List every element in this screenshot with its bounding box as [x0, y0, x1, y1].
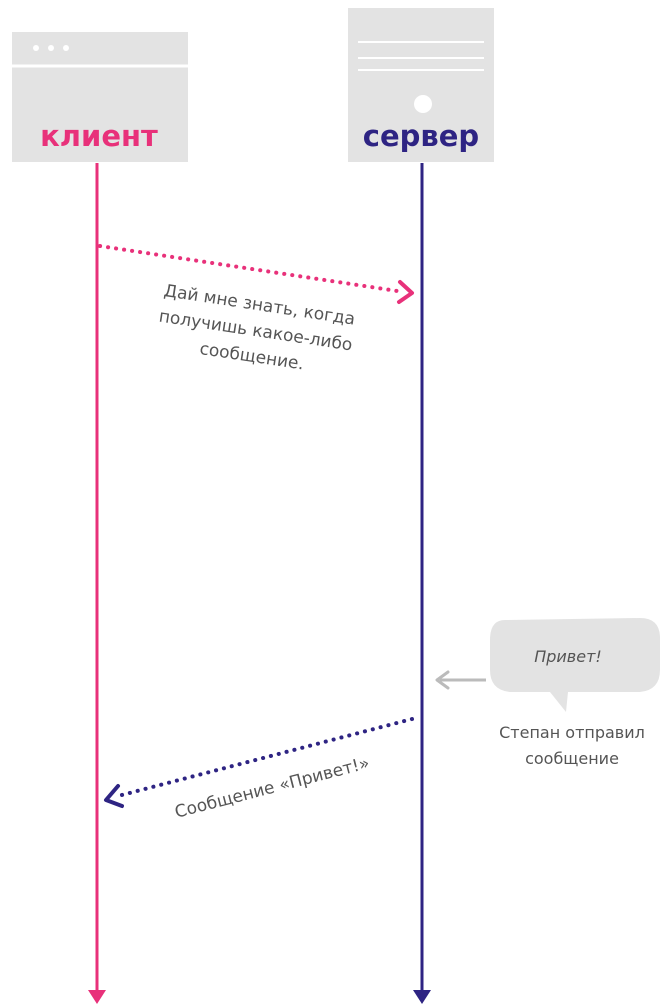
client-label: клиент [40, 119, 158, 153]
event-caption-line-2: сообщение [525, 749, 619, 768]
event-caption-line-1: Степан отправил [499, 723, 645, 742]
client-box [12, 32, 188, 162]
response-arrowhead [104, 784, 124, 808]
server-led [414, 95, 432, 113]
server-box [348, 8, 494, 162]
speech-bubble [490, 618, 660, 712]
response-arrow [104, 717, 414, 808]
response-message: Сообщение «Привет!» [173, 753, 372, 823]
server-lifeline [413, 163, 431, 1004]
browser-dot-2 [48, 45, 54, 51]
speech-bubble-text: Привет! [534, 647, 602, 666]
request-arrowhead [397, 280, 414, 304]
server-icon [358, 41, 484, 113]
request-message: Дай мне знать, когда получишь какое-либо… [158, 281, 357, 374]
request-arrow-line [98, 244, 406, 294]
response-text: Сообщение «Привет!» [173, 753, 372, 823]
client-lifeline-arrowhead [88, 990, 106, 1004]
response-arrow-line [116, 717, 414, 798]
incoming-arrowhead [435, 670, 450, 690]
request-arrow [98, 244, 414, 304]
client-header: клиент [12, 32, 188, 162]
browser-dot-3 [63, 45, 69, 51]
server-lifeline-arrowhead [413, 990, 431, 1004]
server-header: сервер [348, 8, 494, 162]
browser-dot-1 [33, 45, 39, 51]
browser-window-icon [12, 45, 188, 68]
incoming-message-event: Привет! Степан отправил сообщение [435, 618, 660, 768]
client-lifeline [88, 163, 106, 1004]
server-label: сервер [363, 119, 479, 153]
